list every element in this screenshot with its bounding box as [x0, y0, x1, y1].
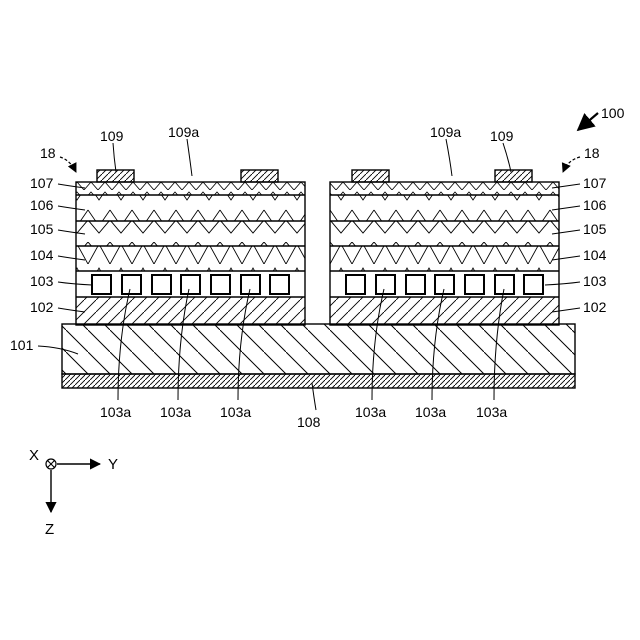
label-109a-right: 109a: [430, 124, 461, 140]
label-107-left: 107: [30, 175, 54, 191]
label-103a-2: 103a: [160, 404, 191, 420]
part-18-left-arrow: [60, 157, 76, 172]
nanostructures-left: [92, 275, 289, 294]
label-18-left: 18: [40, 145, 56, 161]
label-103a-3: 103a: [220, 404, 251, 420]
layer-106-right: [330, 195, 559, 221]
layer-107-right: [330, 182, 559, 195]
label-109-left: 109: [100, 128, 124, 144]
nanostructures-right: [346, 275, 543, 294]
backside-electrode-108: [62, 374, 575, 388]
layer-102-right: [330, 297, 559, 325]
label-106-left: 106: [30, 197, 54, 213]
label-108: 108: [297, 414, 321, 430]
device-100-arrow: [578, 113, 598, 130]
layer-105-left: [76, 221, 305, 246]
left-mesa: [76, 170, 305, 325]
label-102-right: 102: [583, 299, 607, 315]
label-103a-1: 103a: [100, 404, 131, 420]
layer-104-right: [330, 246, 559, 271]
label-103a-4: 103a: [355, 404, 386, 420]
electrode-109-right: [352, 170, 532, 182]
label-109a-left: 109a: [168, 124, 199, 140]
layer-102-left: [76, 297, 305, 325]
label-102-left: 102: [30, 299, 54, 315]
label-103-left: 103: [30, 273, 54, 289]
axis-label-x: X: [29, 447, 39, 464]
label-105-right: 105: [583, 221, 607, 237]
right-mesa: [330, 170, 559, 325]
label-105-left: 105: [30, 221, 54, 237]
label-109-right: 109: [490, 128, 514, 144]
label-104-right: 104: [583, 247, 607, 263]
axis-label-y: Y: [108, 456, 118, 473]
layer-107-left: [76, 182, 305, 195]
layer-106-left: [76, 195, 305, 221]
electrode-109-left: [97, 170, 278, 182]
layer-105-right: [330, 221, 559, 246]
label-103-right: 103: [583, 273, 607, 289]
label-104-left: 104: [30, 247, 54, 263]
label-103a-5: 103a: [415, 404, 446, 420]
label-106-right: 106: [583, 197, 607, 213]
label-107-right: 107: [583, 175, 607, 191]
label-103a-6: 103a: [476, 404, 507, 420]
label-101: 101: [10, 337, 34, 353]
coordinate-axes: X Y Z: [29, 447, 118, 538]
part-18-right-arrow: [563, 157, 580, 172]
axis-label-z: Z: [45, 521, 54, 538]
label-18-right: 18: [584, 145, 600, 161]
label-100: 100: [601, 105, 625, 121]
layer-104-left: [76, 246, 305, 271]
